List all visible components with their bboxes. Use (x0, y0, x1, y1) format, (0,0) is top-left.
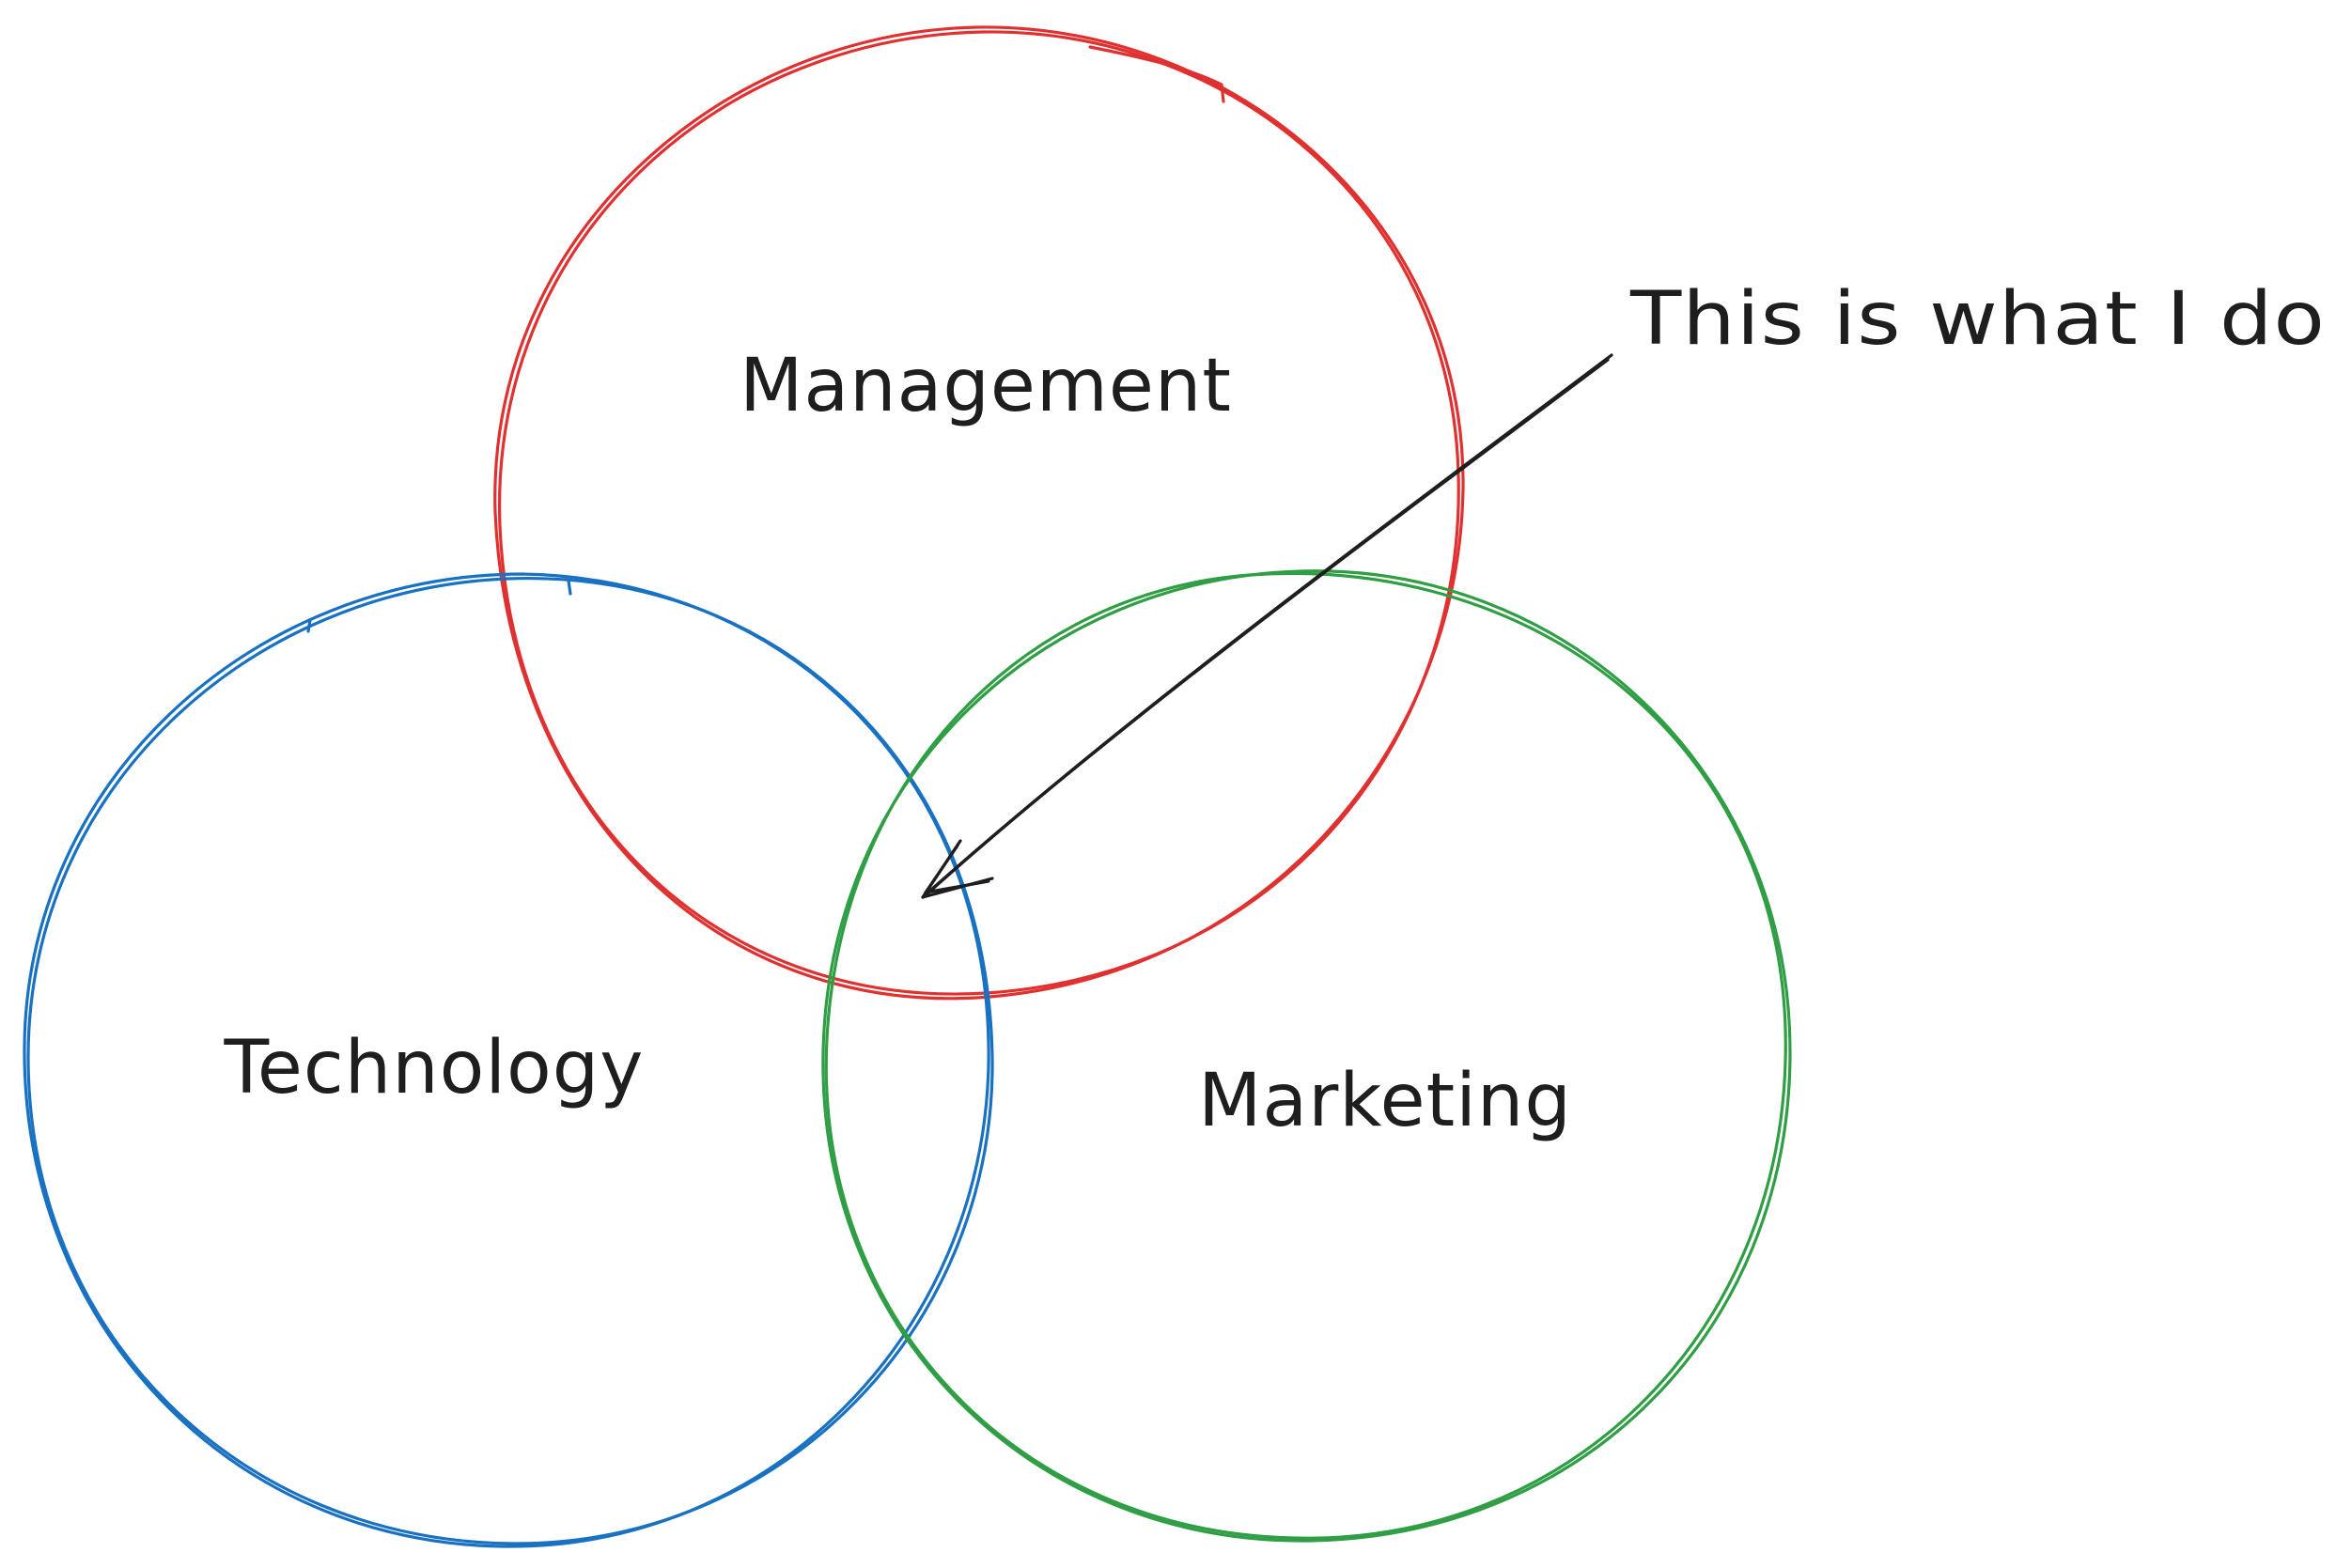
marketing-circle-stroke-b (824, 571, 1787, 1540)
technology-label: Technology (224, 1026, 645, 1110)
annotation-arrow[interactable] (921, 353, 1613, 899)
management-circle[interactable] (493, 25, 1465, 1001)
arrow-shaft-a (921, 353, 1613, 899)
technology-circle-tick (306, 579, 572, 633)
arrow-shaft-b (925, 358, 1610, 896)
management-circle-tick (1088, 45, 1225, 103)
management-circle-stroke-b (493, 25, 1465, 1001)
technology-circle-stroke-b (23, 572, 990, 1548)
marketing-label: Marketing (1198, 1059, 1572, 1143)
arrow-head-lower (924, 844, 990, 894)
technology-circle[interactable] (23, 572, 994, 1548)
annotation-label: This is what I do (1629, 277, 2326, 362)
management-label: Management (740, 344, 1232, 428)
marketing-circle[interactable] (821, 569, 1792, 1543)
marketing-circle-stroke-a (821, 569, 1792, 1543)
